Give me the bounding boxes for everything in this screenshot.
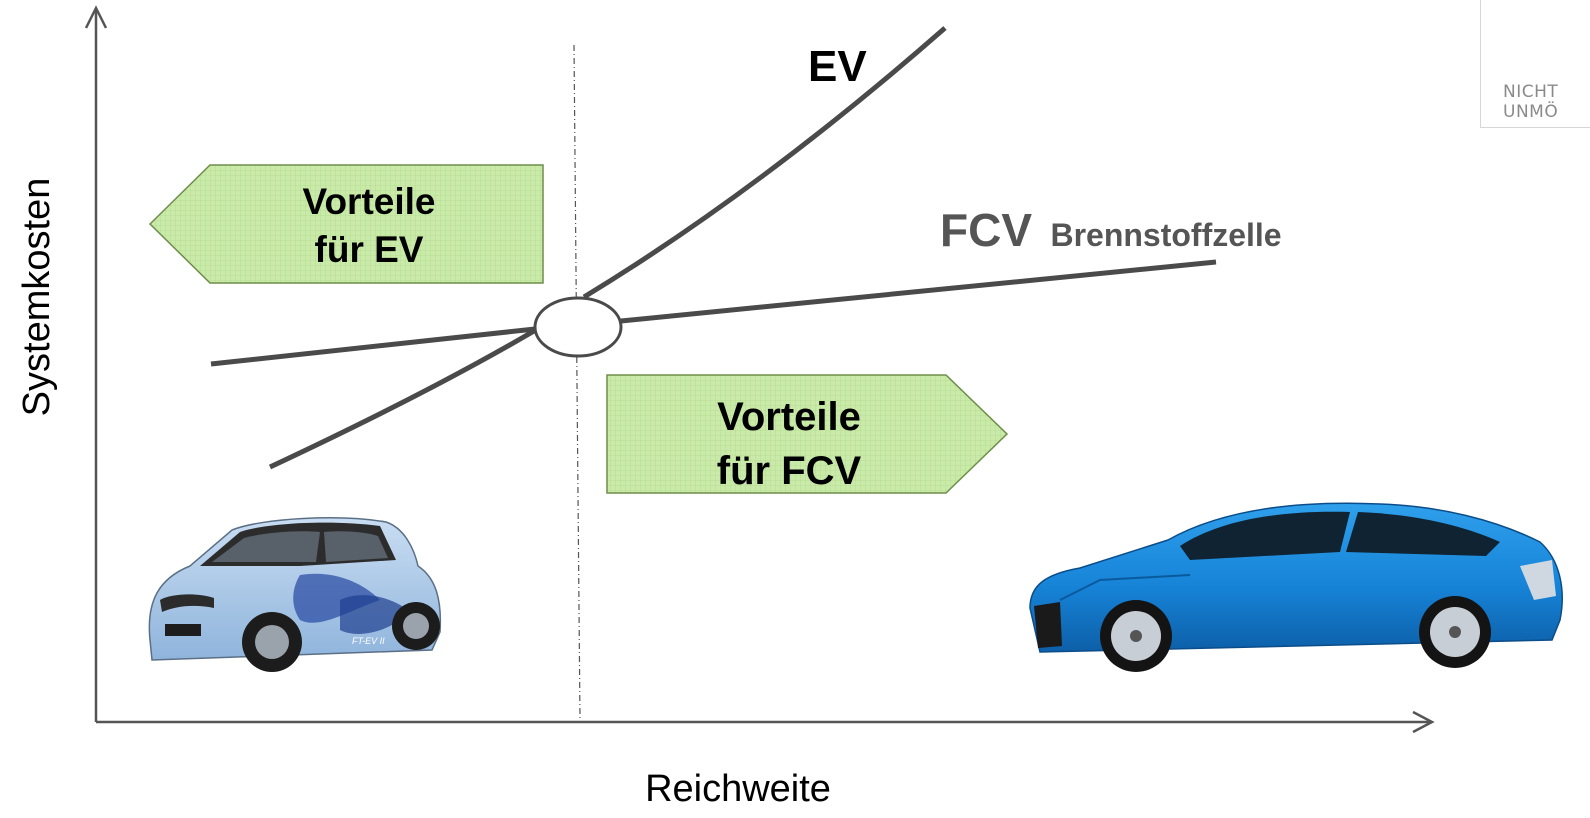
corner-badge: NICHT UNMÖ — [1480, 0, 1590, 128]
fcv-advantage-line2: für FCV — [717, 449, 862, 493]
ev-advantage-line1: Vorteile — [303, 181, 436, 222]
break-even-divider — [573, 44, 581, 721]
y-axis-arrowhead — [84, 5, 108, 29]
curves — [210, 26, 1217, 470]
ev-curve — [268, 26, 947, 470]
fcv-curve-name: FCV — [940, 204, 1032, 256]
fcv-curve — [210, 259, 1217, 367]
fcv-advantage-arrow-shape — [606, 374, 1009, 494]
fcv-advantage-arrow: Vorteile für FCV — [606, 374, 1009, 494]
ev-advantage-line2: für EV — [315, 229, 424, 270]
x-axis-arrowhead — [1412, 710, 1435, 734]
fcv-curve-subtitle: Brennstoffzelle — [1050, 217, 1281, 253]
blue-fcv-sedan-image — [1027, 500, 1567, 688]
corner-badge-line1: NICHT — [1503, 82, 1559, 102]
small-ev-car-label: FT-EV II — [352, 636, 385, 646]
corner-badge-text: NICHT UNMÖ — [1503, 82, 1558, 122]
ev-curve-label: EV — [808, 42, 867, 91]
intersection-circle — [533, 296, 623, 358]
small-ev-car-image: FT-EV II — [148, 517, 442, 672]
fcv-curve-label: FCV Brennstoffzelle — [940, 204, 1282, 256]
y-axis-title: Systemkosten — [16, 178, 58, 417]
ev-advantage-arrow-shape — [148, 164, 544, 284]
fcv-advantage-line1: Vorteile — [717, 395, 861, 439]
x-axis-title: Reichweite — [645, 768, 831, 810]
corner-badge-line2: UNMÖ — [1503, 102, 1559, 122]
axes — [84, 5, 1435, 734]
ev-advantage-arrow: Vorteile für EV — [148, 164, 544, 284]
